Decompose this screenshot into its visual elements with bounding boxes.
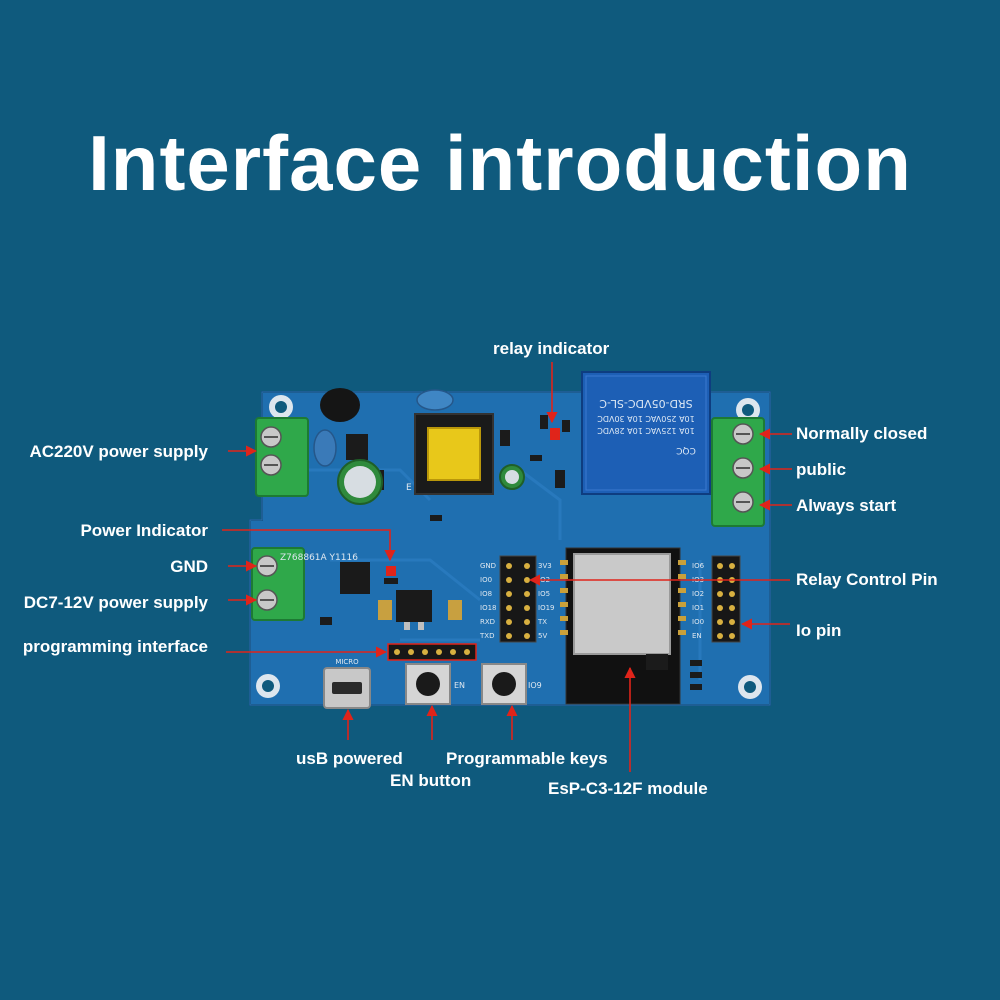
page-title: Interface introduction: [88, 119, 912, 207]
en-button: EN: [405, 663, 465, 705]
pin-label: IO0: [480, 576, 492, 584]
micro-usb-port: MICRO: [323, 658, 371, 709]
electrolytic-capacitor: [337, 459, 525, 505]
ac-terminal-block: [255, 417, 309, 497]
label-relay-control: Relay Control Pin: [796, 570, 938, 589]
relay-terminal-block: [711, 417, 765, 527]
label-public: public: [796, 460, 847, 479]
io9-button: IO9: [481, 663, 542, 705]
label-ac-power: AC220V power supply: [29, 442, 208, 461]
io-label: IO2: [692, 590, 704, 598]
label-esp-module: EsP-C3-12F module: [548, 779, 708, 798]
transformer-label: E: [406, 483, 412, 493]
label-normally-closed: Normally closed: [796, 424, 928, 443]
io-header: [711, 555, 741, 643]
smd-parts: [320, 415, 565, 625]
label-prog-keys: Programmable keys: [446, 749, 608, 768]
label-en-button: EN button: [390, 771, 472, 790]
label-usb: usB powered: [296, 749, 403, 768]
io9-label: IO9: [528, 681, 542, 690]
chip-label: Z768861A Y1116: [280, 553, 358, 563]
callout-arrows: [222, 362, 792, 772]
relay-indicator-led: [550, 420, 570, 440]
pin-label: TXD: [479, 632, 494, 640]
label-programming: programming interface: [22, 637, 208, 656]
io-label: IO1: [692, 604, 704, 612]
pin-label: IO18: [480, 604, 496, 612]
label-power-indicator: Power Indicator: [80, 521, 208, 540]
label-io-pin: Io pin: [796, 621, 842, 640]
usb-label: MICRO: [335, 658, 359, 666]
label-relay-indicator: relay indicator: [493, 339, 610, 358]
relay-rating-1: 10A 250VAC 10A 30VDC: [597, 414, 695, 423]
pin-label: IO8: [480, 590, 492, 598]
io-label: IO0: [692, 618, 704, 626]
voltage-regulator: [340, 562, 432, 630]
io-label: EN: [692, 632, 702, 640]
transformer: E: [406, 413, 494, 495]
relay-rating-2: 10A 125VAC 10A 28VDC: [597, 426, 695, 435]
pin-label: 3V3: [538, 562, 552, 570]
pin-label: GND: [480, 562, 496, 570]
en-label: EN: [454, 681, 465, 690]
pin-label: RXD: [480, 618, 495, 626]
mounting-holes: [256, 395, 762, 699]
power-indicator-led: [384, 566, 398, 584]
label-always-start: Always start: [796, 496, 897, 515]
pin-label: IO5: [538, 590, 550, 598]
relay-model: SRD-05VDC-SL-C: [599, 397, 693, 410]
pin-label: 5V: [538, 632, 547, 640]
label-gnd: GND: [170, 557, 208, 576]
label-dc-power: DC7-12V power supply: [23, 593, 208, 612]
arrow-power-indicator: [222, 529, 396, 562]
bottom-right-parts: [690, 660, 702, 690]
relay: SRD-05VDC-SL-C 10A 250VAC 10A 30VDC 10A …: [581, 371, 711, 495]
relay-brand: CQC: [676, 445, 696, 455]
varistor: [313, 389, 454, 467]
esp-module: [560, 547, 686, 705]
programming-header: [387, 643, 477, 661]
pin-label: TX: [537, 618, 547, 626]
pin-header-block: [499, 555, 537, 643]
io-label: IO6: [692, 562, 705, 570]
pin-label: IO19: [538, 604, 554, 612]
